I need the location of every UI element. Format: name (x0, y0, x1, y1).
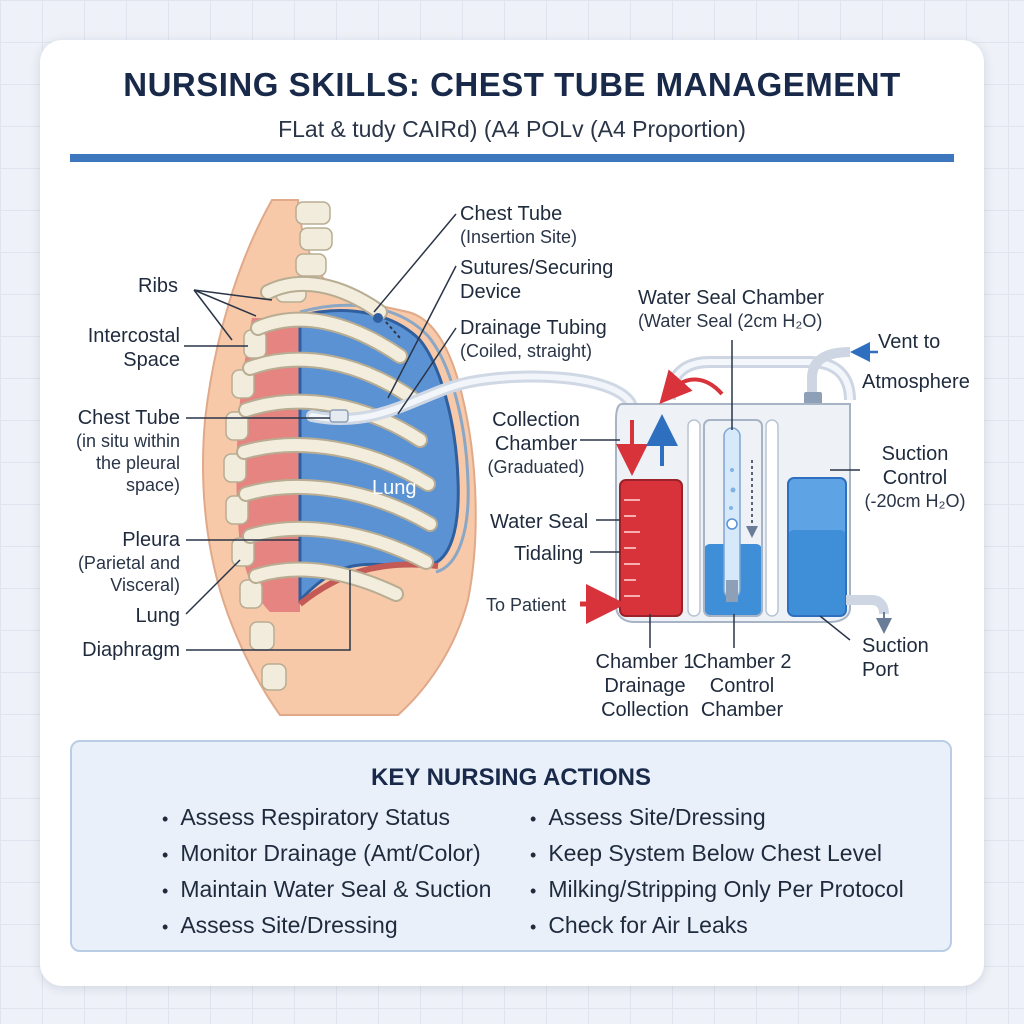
leader-lines (184, 213, 860, 651)
list-item: Assess Site/Dressing (530, 800, 904, 836)
key-actions-left-list: Assess Respiratory Status Monitor Draina… (162, 800, 491, 944)
list-item: Monitor Drainage (Amt/Color) (162, 836, 491, 872)
label-pleura: Pleura (Parietal and Visceral) (77, 529, 180, 595)
spine (223, 201, 333, 691)
page-title: NURSING SKILLS: CHEST TUBE MANAGEMENT (123, 66, 901, 103)
torso-illustration (202, 199, 477, 716)
label-drainage-tubing: Drainage Tubing (Coiled, straight) (460, 317, 607, 361)
drainage-unit (580, 340, 892, 634)
label-chamber-2: Chamber 2 Control Chamber (692, 651, 792, 721)
vent-cap (804, 392, 822, 406)
label-tidaling: Tidaling (514, 543, 584, 565)
list-item: Keep System Below Chest Level (530, 836, 904, 872)
label-sutures: Sutures/Securing Device (460, 257, 614, 303)
label-water-seal-chamber: Water Seal Chamber (Water Seal (2cm H₂O) (638, 287, 824, 331)
chamber-1-collection (620, 480, 682, 616)
list-item: Check for Air Leaks (530, 908, 904, 944)
ribs (236, 275, 438, 602)
suction-port-pipe (846, 595, 889, 615)
list-item: Assess Site/Dressing (162, 908, 491, 944)
title-divider (70, 154, 954, 162)
label-vent-line-1: Vent to (878, 331, 941, 353)
vent-tube (807, 347, 851, 398)
insertion-site-icon (373, 313, 383, 323)
label-lung-left: Lung (135, 605, 181, 627)
label-diaphragm: Diaphragm (82, 639, 180, 661)
air-flow-arrow (659, 369, 724, 404)
water-seal-tube (723, 427, 741, 599)
graduation-marks (624, 499, 640, 597)
key-actions-panel: KEY NURSING ACTIONS Assess Respiratory S… (70, 740, 952, 952)
tube-connector (329, 409, 349, 423)
label-chest-tube-in-situ: Chest Tube (in situ within the pleural s… (75, 407, 180, 495)
label-water-seal: Water Seal (490, 511, 589, 533)
label-collection-chamber: Collection Chamber (Graduated) (487, 409, 585, 477)
key-actions-title: KEY NURSING ACTIONS (370, 764, 652, 791)
label-vent-line-2: Atmosphere (862, 371, 970, 393)
label-chest-tube-insertion: Chest Tube (Insertion Site) (460, 203, 578, 247)
label-lung-inside: Lung (372, 477, 417, 499)
label-ribs: Ribs (138, 275, 179, 297)
list-item: Milking/Stripping Only Per Protocol (530, 872, 903, 908)
label-chamber-1: Chamber 1 Drainage Collection (595, 651, 695, 721)
page-subtitle: FLat & tudy CAIRd) (A4 POLv (A4 Proporti… (278, 116, 746, 142)
list-item: Maintain Water Seal & Suction (162, 872, 491, 908)
label-to-patient: To Patient (486, 595, 567, 615)
label-intercostal-space: Intercostal Space (87, 325, 180, 371)
key-actions-right-list: Assess Site/Dressing Keep System Below C… (530, 800, 904, 944)
list-item: Assess Respiratory Status (162, 800, 491, 836)
label-suction-control: Suction Control (-20cm H₂O) (864, 443, 966, 511)
label-suction-port: Suction Port (862, 635, 929, 681)
